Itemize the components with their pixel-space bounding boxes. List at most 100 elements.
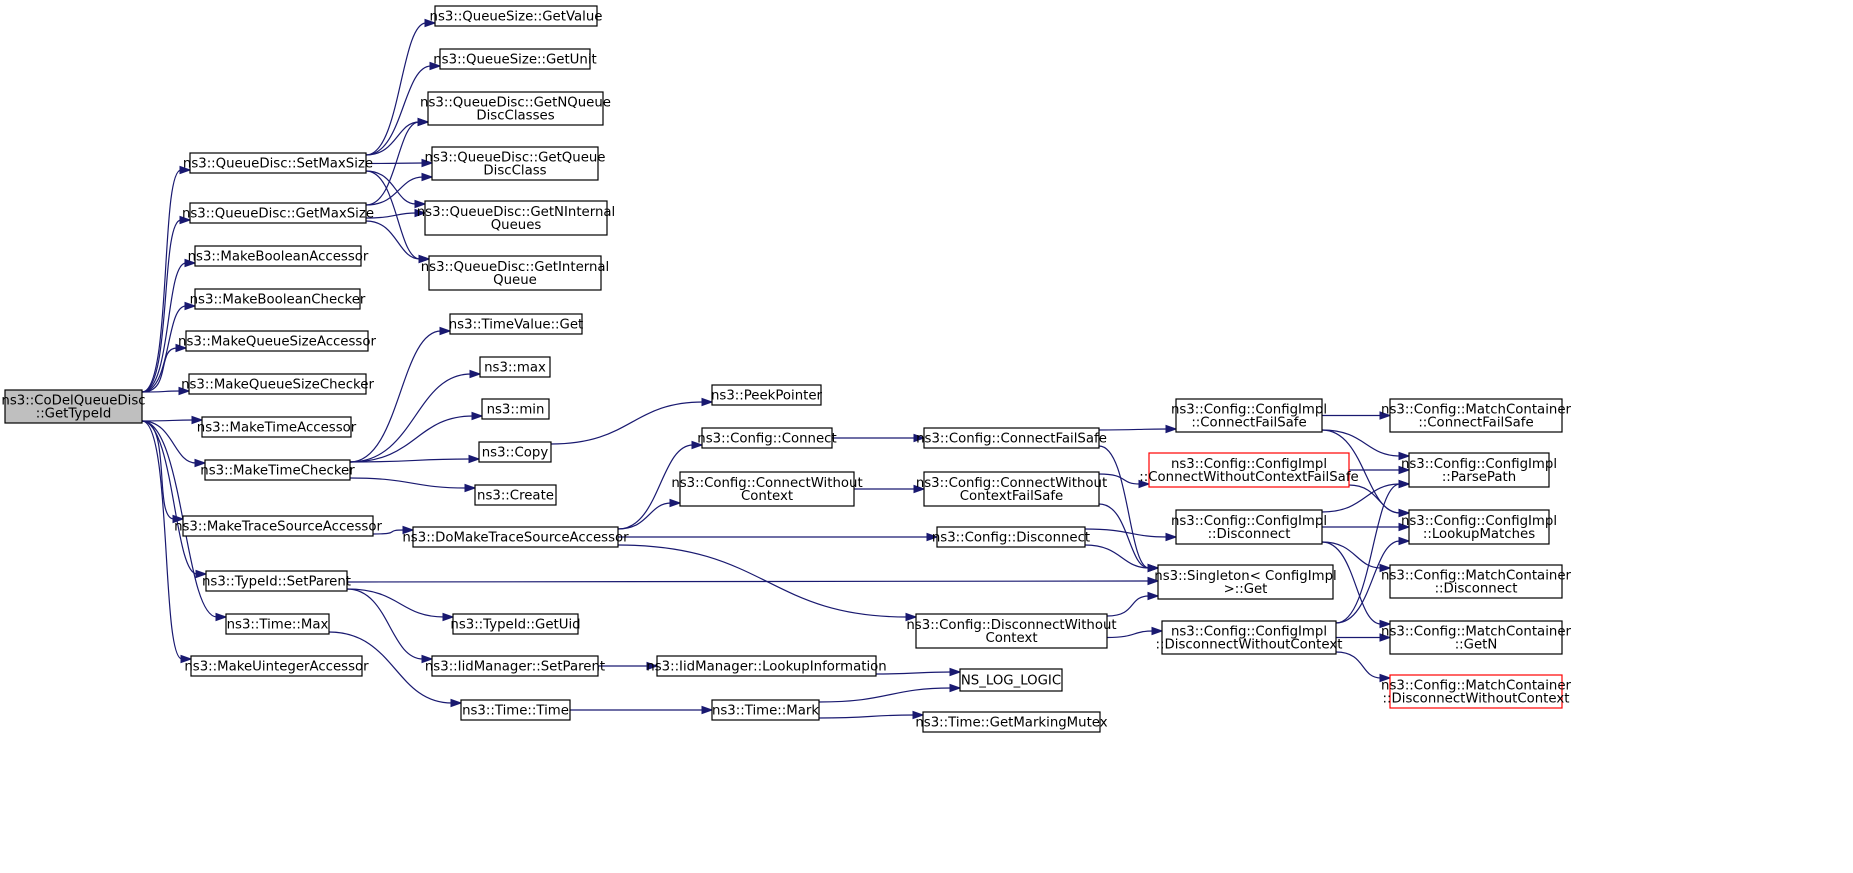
node-box-mc-disconnect <box>1389 564 1563 599</box>
node-label-qs-getvalue-line-1: ns3::QueueSize::GetValue <box>430 10 603 25</box>
node-config-connectfailsafe[interactable]: ns3::Config::ConnectFailSafe <box>916 427 1107 449</box>
node-label-ci-disconnectwithoutcontext-line-1: ns3::Config::ConfigImpl <box>1171 625 1327 640</box>
arrowhead-qd-setmaxsize-to-qd-getninternalqueues <box>414 199 427 209</box>
node-mc-connectfailsafe[interactable]: ns3::Config::MatchContainer::ConnectFail… <box>1381 398 1572 433</box>
edge-config-connectfailsafe-to-singleton-get <box>1098 445 1150 569</box>
arrowhead-config-connectfailsafe-to-ci-connectfailsafe <box>1165 424 1178 434</box>
node-box-qd-getinternalqueue <box>428 255 602 291</box>
arrowhead-ci-connectfailsafe-to-ci-parsepath <box>1398 451 1411 461</box>
node-label-mc-connectfailsafe-line-2: ::ConnectFailSafe <box>1418 416 1533 431</box>
node-min[interactable]: ns3::min <box>481 398 550 420</box>
arrowhead-qd-setmaxsize-to-qs-getunit <box>429 61 442 71</box>
node-mc-getn[interactable]: ns3::Config::MatchContainer::GetN <box>1381 620 1572 655</box>
edge-qd-getmaxsize-to-qd-getqueuediscclass <box>365 176 424 206</box>
node-label-ci-lookupmatches-line-2: ::LookupMatches <box>1423 527 1535 542</box>
arrowhead-domaketracesourceaccessor-to-config-disconnectwithoutcontext <box>905 612 918 622</box>
edge-config-disconnect-to-singleton-get <box>1084 544 1150 569</box>
node-makeuintegeraccessor[interactable]: ns3::MakeUintegerAccessor <box>184 655 369 677</box>
node-makequeuesizechecker[interactable]: ns3::MakeQueueSizeChecker <box>181 373 374 395</box>
node-config-disconnect[interactable]: ns3::Config::Disconnect <box>932 526 1090 548</box>
arrowhead-iidmanager-setparent-to-iidmanager-lookupinformation <box>646 661 659 671</box>
node-makequeuesizeaccessor[interactable]: ns3::MakeQueueSizeAccessor <box>178 330 376 352</box>
arrowhead-time-mark-to-ns-log-logic <box>949 683 962 693</box>
node-peekpointer[interactable]: ns3::PeekPointer <box>711 384 823 406</box>
node-typeid-setparent[interactable]: ns3::TypeId::SetParent <box>202 570 351 592</box>
node-qs-getunit[interactable]: ns3::QueueSize::GetUnit <box>433 48 597 70</box>
edge-qd-getmaxsize-to-qd-getnqueuediscclasses <box>365 121 420 206</box>
node-ci-lookupmatches[interactable]: ns3::Config::ConfigImpl::LookupMatches <box>1401 509 1557 545</box>
arrowhead-root-to-maketracesourceaccessor <box>172 514 185 524</box>
node-label-time-getmarkingmutex-line-1: ns3::Time::GetMarkingMutex <box>915 716 1107 731</box>
node-ci-connectwithoutcontextfailsafe[interactable]: ns3::Config::ConfigImpl::ConnectWithoutC… <box>1139 452 1359 488</box>
edge-qd-setmaxsize-to-qd-getqueuediscclass <box>365 162 424 165</box>
node-config-connect[interactable]: ns3::Config::Connect <box>697 427 837 449</box>
node-time-max[interactable]: ns3::Time::Max <box>225 613 330 635</box>
node-iidmanager-setparent[interactable]: ns3::IidManager::SetParent <box>425 655 605 677</box>
edge-iidmanager-lookupinformation-to-ns-log-logic <box>875 671 952 675</box>
node-label-ci-parsepath-line-2: ::ParsePath <box>1442 470 1516 485</box>
call-edges <box>141 18 1411 720</box>
node-max[interactable]: ns3::max <box>479 356 551 378</box>
node-box-qs-getunit <box>439 48 591 70</box>
node-makebooleanchecker[interactable]: ns3::MakeBooleanChecker <box>190 288 366 310</box>
node-config-connectwithoutcontext[interactable]: ns3::Config::ConnectWithoutContext <box>671 471 863 507</box>
node-ci-parsepath[interactable]: ns3::Config::ConfigImpl::ParsePath <box>1401 452 1557 488</box>
node-ns-log-logic[interactable]: NS_LOG_LOGIC <box>959 668 1063 692</box>
node-box-min <box>481 398 550 420</box>
node-time-getmarkingmutex[interactable]: ns3::Time::GetMarkingMutex <box>915 711 1108 733</box>
node-domaketracesourceaccessor[interactable]: ns3::DoMakeTraceSourceAccessor <box>402 526 629 548</box>
node-time-time[interactable]: ns3::Time::Time <box>460 699 571 721</box>
node-maketimechecker[interactable]: ns3::MakeTimeChecker <box>200 459 355 481</box>
node-mc-disconnect[interactable]: ns3::Config::MatchContainer::Disconnect <box>1381 564 1572 599</box>
node-label-config-connect-line-1: ns3::Config::Connect <box>697 432 836 447</box>
node-label-root-line-1: ns3::CoDelQueueDisc <box>1 394 145 409</box>
node-label-mc-disconnectwithoutcontext-line-2: ::DisconnectWithoutContext <box>1383 692 1570 707</box>
node-makebooleanaccessor[interactable]: ns3::MakeBooleanAccessor <box>188 245 369 267</box>
node-label-iidmanager-lookupinformation-line-1: ns3::IidManager::LookupInformation <box>646 660 886 675</box>
edge-ci-disconnect-to-mc-getn <box>1321 541 1382 625</box>
node-config-connectwithoutcontextfailsafe[interactable]: ns3::Config::ConnectWithoutContextFailSa… <box>916 471 1107 507</box>
node-copy[interactable]: ns3::Copy <box>478 441 552 463</box>
node-box-config-connectwithoutcontext <box>679 471 855 507</box>
arrowhead-maketimechecker-to-create <box>464 483 477 493</box>
node-qd-getmaxsize[interactable]: ns3::QueueDisc::GetMaxSize <box>182 202 374 224</box>
node-label-peekpointer-line-1: ns3::PeekPointer <box>711 389 823 404</box>
arrowhead-time-max-to-time-time <box>450 698 463 708</box>
node-ci-connectfailsafe[interactable]: ns3::Config::ConfigImpl::ConnectFailSafe <box>1171 398 1327 433</box>
node-label-qd-getninternalqueues-line-1: ns3::QueueDisc::GetNInternal <box>417 205 615 220</box>
node-qs-getvalue[interactable]: ns3::QueueSize::GetValue <box>430 5 603 27</box>
node-label-config-disconnectwithoutcontext-line-2: Context <box>985 631 1037 646</box>
edge-ci-connectfailsafe-to-ci-parsepath <box>1321 429 1401 457</box>
node-label-typeid-setparent-line-1: ns3::TypeId::SetParent <box>202 575 351 590</box>
node-maketracesourceaccessor[interactable]: ns3::MakeTraceSourceAccessor <box>174 515 382 537</box>
node-mc-disconnectwithoutcontext[interactable]: ns3::Config::MatchContainer::DisconnectW… <box>1381 674 1572 709</box>
node-iidmanager-lookupinformation[interactable]: ns3::IidManager::LookupInformation <box>646 655 887 677</box>
node-time-mark[interactable]: ns3::Time::Mark <box>711 699 820 721</box>
arrowhead-maketimechecker-to-max <box>469 369 482 379</box>
node-ci-disconnect[interactable]: ns3::Config::ConfigImpl::Disconnect <box>1171 509 1327 545</box>
node-label-qd-getnqueuediscclasses-line-2: DiscClasses <box>476 109 554 124</box>
node-singleton-get[interactable]: ns3::Singleton< ConfigImpl >::Get <box>1154 564 1337 600</box>
node-label-ci-parsepath-line-1: ns3::Config::ConfigImpl <box>1401 457 1557 472</box>
node-label-max-line-1: ns3::max <box>484 361 546 376</box>
arrowhead-qd-getmaxsize-to-qd-getinternalqueue <box>418 254 431 264</box>
node-label-root-line-2: ::GetTypeId <box>36 407 112 422</box>
node-create[interactable]: ns3::Create <box>474 484 557 506</box>
node-label-config-connectwithoutcontextfailsafe-line-2: ContextFailSafe <box>960 489 1064 504</box>
node-typeid-getuid[interactable]: ns3::TypeId::GetUid <box>450 613 581 635</box>
node-root[interactable]: ns3::CoDelQueueDisc::GetTypeId <box>1 389 146 424</box>
node-label-time-time-line-1: ns3::Time::Time <box>462 704 569 719</box>
node-ci-disconnectwithoutcontext[interactable]: ns3::Config::ConfigImpl::DisconnectWitho… <box>1156 620 1343 655</box>
node-qd-setmaxsize[interactable]: ns3::QueueDisc::SetMaxSize <box>183 152 373 174</box>
node-timevalue-get[interactable]: ns3::TimeValue::Get <box>449 313 584 335</box>
node-config-disconnectwithoutcontext[interactable]: ns3::Config::DisconnectWithoutContext <box>906 613 1117 649</box>
node-maketimeaccessor[interactable]: ns3::MakeTimeAccessor <box>197 416 357 438</box>
node-box-qs-getvalue <box>434 5 598 27</box>
node-label-timevalue-get-line-1: ns3::TimeValue::Get <box>449 318 584 333</box>
edge-qd-setmaxsize-to-qs-getvalue <box>365 22 427 156</box>
